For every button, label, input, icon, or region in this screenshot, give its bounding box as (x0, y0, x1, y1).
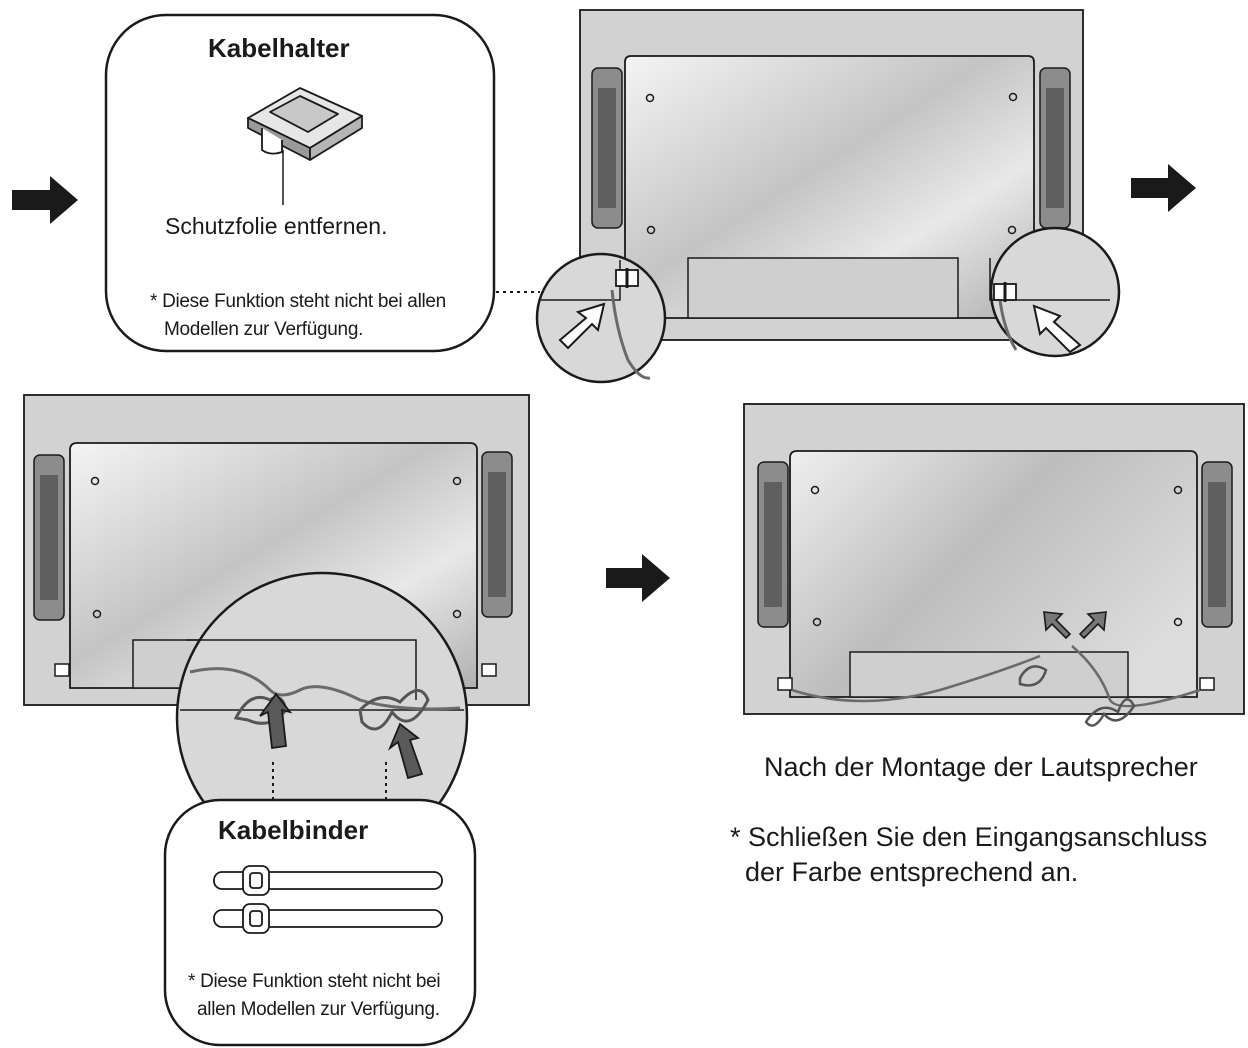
zoom-circle-left (535, 252, 667, 384)
cable-holder-note-line2: Modellen zur Verfügung. (164, 319, 364, 340)
step-arrow-2 (1131, 164, 1196, 212)
final-step-caption: Nach der Montage der Lautsprecher (764, 752, 1198, 782)
cable-tie-note-line2: allen Modellen zur Verfügung. (197, 999, 440, 1020)
monitor-back-bottom-right (743, 403, 1245, 727)
zoom-circle-bottom (175, 571, 469, 865)
step-arrow-3 (606, 554, 670, 602)
final-step-note-line2: der Farbe entsprechend an. (745, 857, 1079, 887)
cable-holder-note-line1: * Diese Funktion steht nicht bei allen (150, 291, 446, 312)
cable-holder-callout-box (104, 13, 496, 353)
cable-tie-note-line1: * Diese Funktion steht nicht bei (188, 971, 441, 992)
final-step-note-line1: * Schließen Sie den Eingangsanschluss (730, 822, 1208, 852)
cable-tie-title: Kabelbinder (218, 815, 369, 845)
cable-holder-icon (247, 87, 363, 161)
cable-tie-icon-2 (213, 903, 443, 934)
cable-tie-icon-1 (213, 865, 443, 896)
cable-holder-title: Kabelhalter (208, 33, 350, 63)
cable-holder-instruction: Schutzfolie entfernen. (165, 213, 388, 239)
step-arrow-1 (12, 176, 78, 224)
zoom-circle-right (989, 226, 1121, 358)
